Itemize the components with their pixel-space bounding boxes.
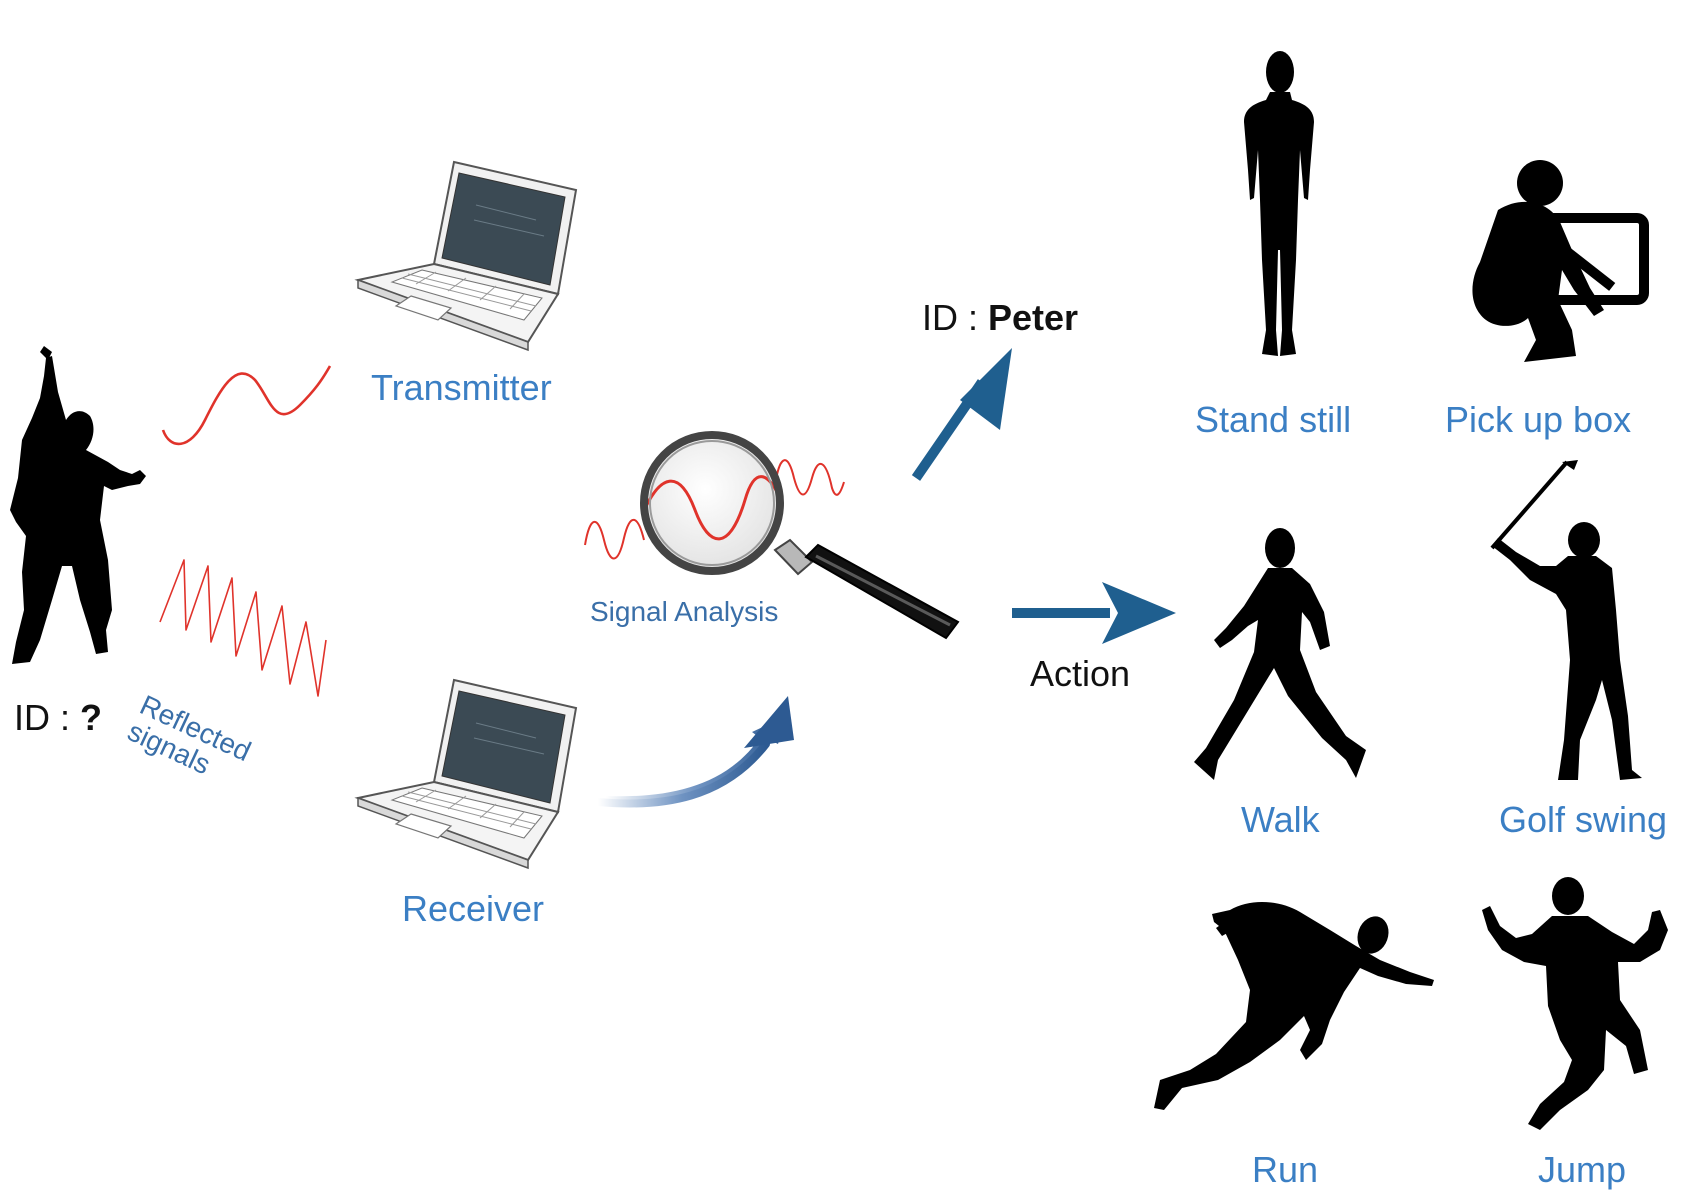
pick-up-box-icon <box>1472 160 1649 362</box>
identity-value: Peter <box>988 297 1079 338</box>
jump-icon <box>1482 877 1668 1130</box>
curved-arrow <box>594 696 794 808</box>
magnifier-icon <box>584 431 960 640</box>
subject-id-value: ? <box>80 697 103 738</box>
action-label-run: Run <box>1252 1149 1319 1190</box>
reflected-wave <box>159 559 327 697</box>
action-label-walk: Walk <box>1241 799 1320 840</box>
subject-id-prefix: ID : <box>14 697 81 738</box>
stand-still-icon <box>1244 51 1314 356</box>
action-label-pick-up-box: Pick up box <box>1445 399 1632 440</box>
transmit-wave <box>161 365 332 446</box>
action-arrow <box>1012 582 1176 644</box>
run-icon <box>1154 901 1434 1110</box>
transmitter-label: Transmitter <box>371 367 552 408</box>
action-label-golf-swing: Golf swing <box>1499 799 1668 840</box>
identity-prefix: ID : <box>922 297 989 338</box>
action-label: Action <box>1030 653 1131 694</box>
golf-swing-icon <box>1490 460 1642 780</box>
action-label-jump: Jump <box>1538 1149 1627 1190</box>
receiver-laptop-icon <box>357 679 577 869</box>
action-label-stand-still: Stand still <box>1195 399 1352 440</box>
walk-icon <box>1194 528 1366 780</box>
identity-label: ID : Peter <box>922 300 1078 336</box>
receiver-label: Receiver <box>402 888 545 929</box>
identity-arrow <box>911 348 1012 481</box>
signal-analysis-label: Signal Analysis <box>590 596 779 627</box>
person-silhouette-icon <box>10 346 146 664</box>
subject-id-label: ID : ? <box>14 700 102 736</box>
transmitter-laptop-icon <box>357 161 577 351</box>
